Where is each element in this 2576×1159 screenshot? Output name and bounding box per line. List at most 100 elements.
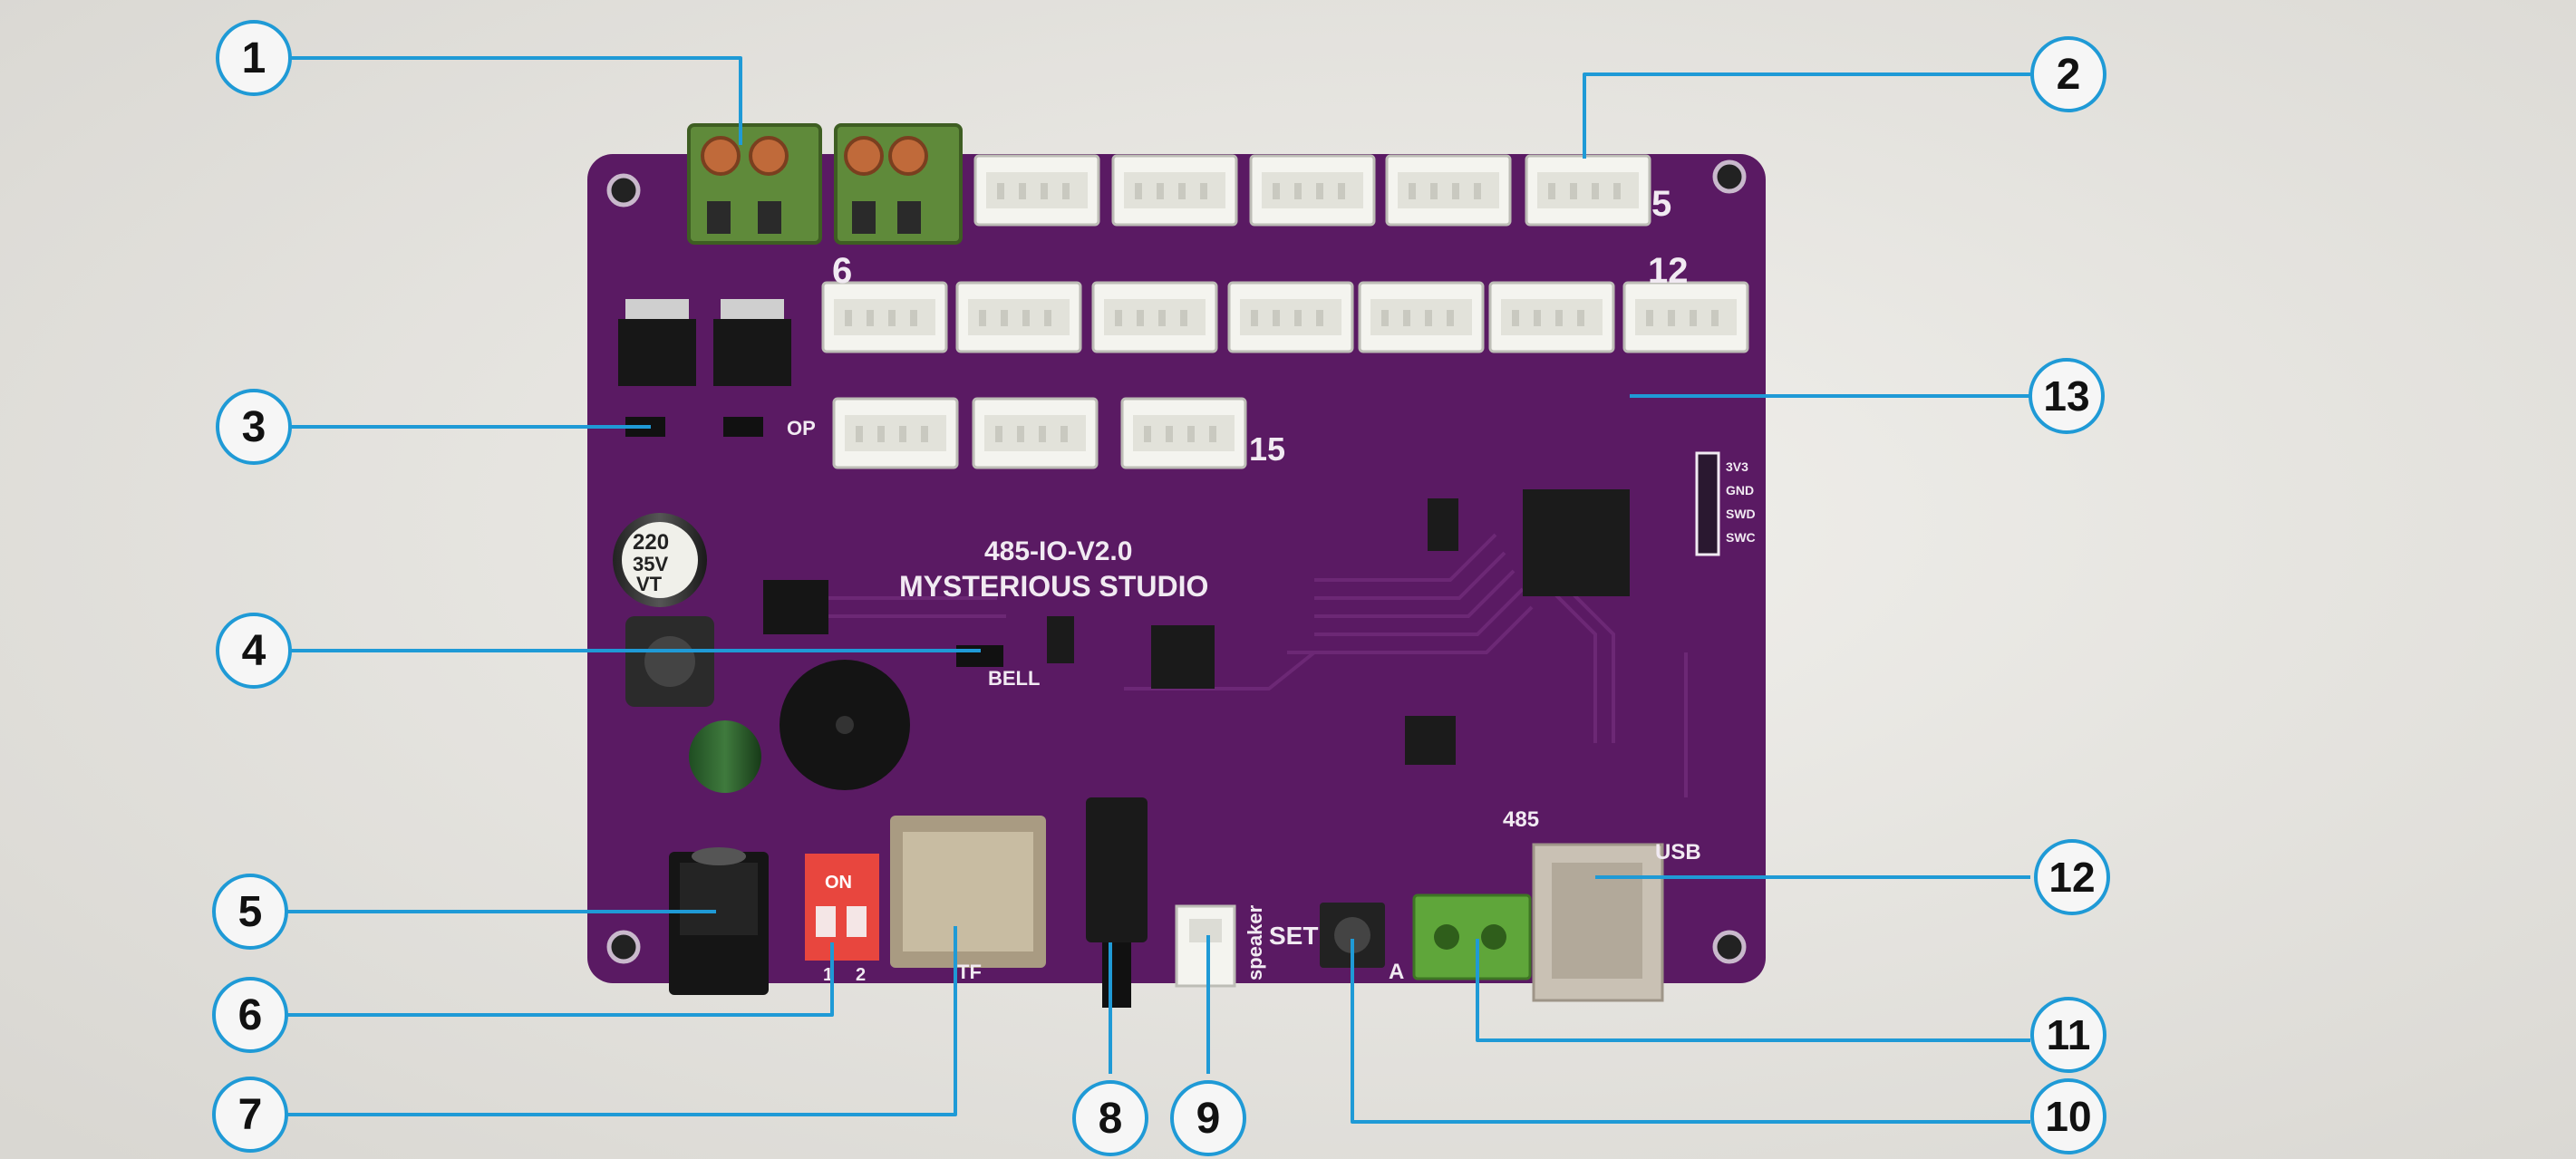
callout-8: 8 [1072, 1080, 1148, 1156]
silk-num-6: 6 [832, 251, 852, 291]
io-connector [1358, 281, 1485, 353]
rs485-terminal: A 485 [1389, 807, 1539, 984]
callout-7-label: 7 [238, 1091, 263, 1139]
callout-8-label: 8 [1099, 1095, 1123, 1143]
rs485-ic [1151, 625, 1215, 689]
io-connector [1091, 281, 1218, 353]
mount-hole [606, 173, 641, 208]
callout-markers: 1 2 3 4 5 6 7 8 [212, 20, 2110, 1156]
capacitor-label: 220 [633, 530, 669, 555]
callout-4-label: 4 [242, 627, 266, 675]
callout-11-label: 11 [2047, 1011, 2091, 1058]
bell-jumper [956, 645, 1003, 667]
callout-leaders [287, 56, 2030, 1124]
header-pin-swc: SWC [1726, 530, 1756, 545]
dip-switch: ON 1 2 [805, 854, 879, 985]
terminal-screw [888, 136, 928, 176]
dip-pos-2: 2 [856, 965, 866, 985]
silk-num-15: 15 [1249, 430, 1285, 468]
callout-1-label: 1 [242, 34, 266, 82]
io-connector [973, 154, 1100, 227]
pcb-board: 5 6 12 15 OP 220 35V VT [587, 123, 1766, 1008]
mount-hole [1712, 159, 1747, 194]
silk-num-5: 5 [1651, 184, 1671, 224]
terminal-screw [701, 136, 741, 176]
io-connector-row-2 [821, 281, 1749, 353]
leader-6 [287, 942, 834, 1017]
board-maker: MYSTERIOUS STUDIO [899, 570, 1208, 603]
leader-10 [1351, 939, 2030, 1124]
callout-9: 9 [1170, 1080, 1246, 1156]
silk-usb: USB [1655, 840, 1701, 864]
swd-header [1695, 451, 1720, 556]
callout-3: 3 [216, 389, 292, 465]
power-mosfets [618, 299, 791, 386]
callout-4: 4 [216, 613, 292, 689]
io-connector-row-3 [832, 397, 1247, 469]
mount-hole [606, 930, 641, 964]
leader-11 [1476, 939, 2030, 1042]
io-connector [832, 397, 959, 469]
terminal-screw [749, 136, 789, 176]
callout-11: 11 [2030, 997, 2106, 1073]
board-model: 485-IO-V2.0 [984, 536, 1132, 566]
callout-1: 1 [216, 20, 292, 96]
speaker-connector: speaker [1175, 904, 1266, 988]
callout-10: 10 [2030, 1078, 2106, 1154]
io-connector [1111, 154, 1238, 227]
callout-2-label: 2 [2057, 51, 2081, 99]
io-connector-row-1 [973, 154, 1651, 227]
io-connector [1385, 154, 1512, 227]
electrolytic-capacitor: 220 35V VT [613, 513, 707, 607]
io-connector [955, 281, 1082, 353]
callout-12: 12 [2034, 839, 2110, 915]
callout-12-label: 12 [2048, 854, 2095, 901]
set-button: SET [1269, 903, 1385, 968]
svg-text:VT: VT [636, 573, 663, 595]
callout-10-label: 10 [2045, 1093, 2091, 1140]
usb-port: USB [1532, 840, 1701, 1002]
mount-hole [1712, 930, 1747, 964]
callout-2: 2 [2030, 36, 2106, 112]
jumper-header [723, 417, 763, 437]
svg-text:35V: 35V [633, 553, 668, 575]
leader-1 [287, 56, 742, 145]
callout-5-label: 5 [238, 888, 263, 936]
dc-power-jack [669, 847, 769, 995]
leader-2 [1583, 72, 2030, 159]
small-ic [1428, 498, 1458, 551]
silk-port-a: A [1389, 960, 1404, 984]
callout-6: 6 [212, 977, 288, 1053]
green-capacitor [689, 720, 761, 793]
io-connector [1525, 154, 1651, 227]
header-pin-3v3: 3V3 [1726, 459, 1748, 474]
header-pin-swd: SWD [1726, 507, 1756, 521]
io-connector [1120, 397, 1247, 469]
leader-7 [287, 926, 957, 1116]
callout-13: 13 [2029, 358, 2105, 434]
small-chip [1047, 616, 1074, 663]
callout-3-label: 3 [242, 403, 266, 451]
silk-num-12: 12 [1648, 251, 1689, 291]
silk-speaker: speaker [1244, 904, 1266, 980]
silk-set: SET [1269, 922, 1318, 950]
callout-7: 7 [212, 1077, 288, 1153]
dip-on-label: ON [825, 873, 852, 893]
voltage-regulator [763, 580, 828, 634]
silk-op: OP [787, 417, 816, 439]
mcu-chip [1523, 489, 1630, 596]
io-connector [821, 281, 948, 353]
silk-485: 485 [1503, 807, 1539, 832]
callout-6-label: 6 [238, 991, 263, 1039]
header-pin-gnd: GND [1726, 483, 1754, 497]
io-connector [972, 397, 1099, 469]
terminal-screw [844, 136, 884, 176]
audio-jack [1086, 797, 1148, 1008]
driver-ic [1405, 716, 1456, 765]
io-connector [1249, 154, 1376, 227]
io-connector [1227, 281, 1354, 353]
callout-5: 5 [212, 874, 288, 950]
tf-card-slot: TF [890, 816, 1046, 983]
